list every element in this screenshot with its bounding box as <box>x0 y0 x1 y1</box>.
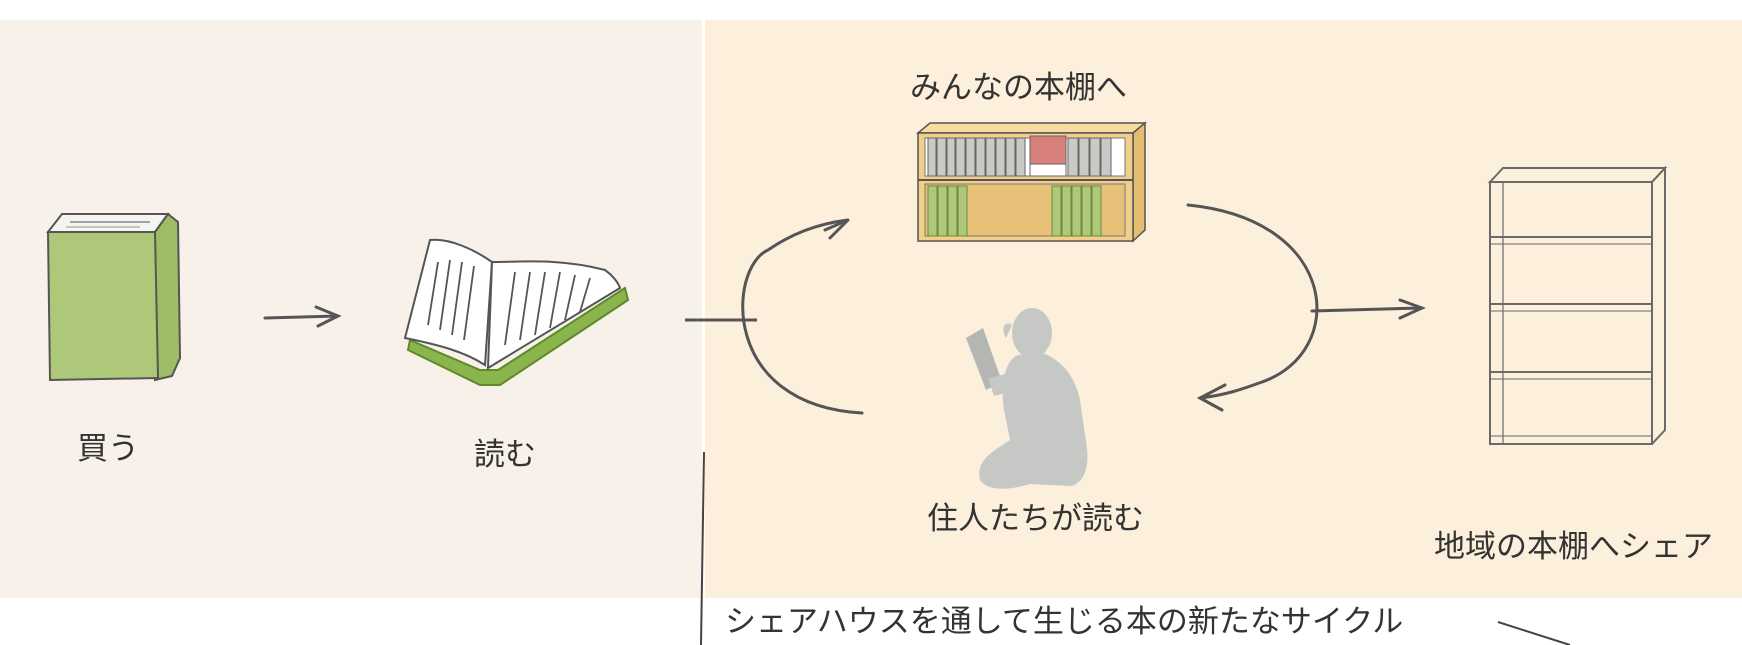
bookshelf-icon <box>915 121 1148 243</box>
label-residents-read: 住人たちが読む <box>927 501 1144 537</box>
cycle-arc-left <box>741 218 864 415</box>
reading-person-icon <box>966 308 1088 489</box>
green-book-icon <box>45 212 182 382</box>
label-read: 読む <box>474 437 536 473</box>
cycle-arc-right <box>1186 203 1319 412</box>
label-buy: 買う <box>77 431 139 467</box>
empty-shelf-icon <box>1487 165 1668 445</box>
arrow-to-local-shelf <box>1310 298 1426 320</box>
open-book-icon <box>403 238 630 386</box>
label-share-local: 地域の本棚へシェア <box>1434 529 1713 565</box>
bracket-line-right <box>1497 621 1571 645</box>
arrow-buy-to-read <box>263 305 342 328</box>
bracket-line-left <box>700 451 705 645</box>
caption: シェアハウスを通して生じる本の新たなサイクル <box>725 604 1404 640</box>
label-to-shelf: みんなの本棚へ <box>910 70 1127 106</box>
right-panel <box>705 20 1742 598</box>
